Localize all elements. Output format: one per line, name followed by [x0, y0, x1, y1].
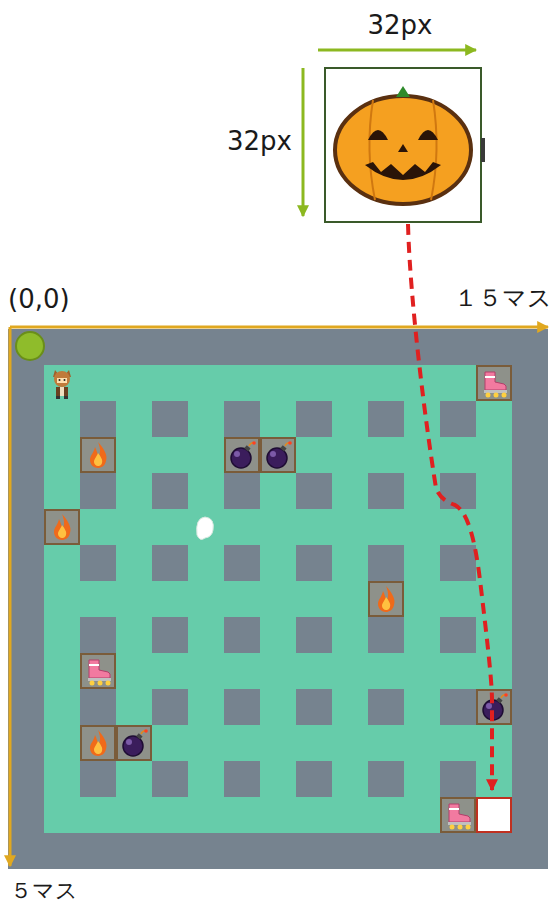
dimension-width: 32px — [368, 10, 433, 41]
dimension-height: 32px — [227, 126, 292, 157]
origin-label: (0,0) — [8, 284, 70, 315]
axis-label: ５マス — [10, 878, 78, 904]
axis-label: １５マス — [454, 284, 552, 313]
